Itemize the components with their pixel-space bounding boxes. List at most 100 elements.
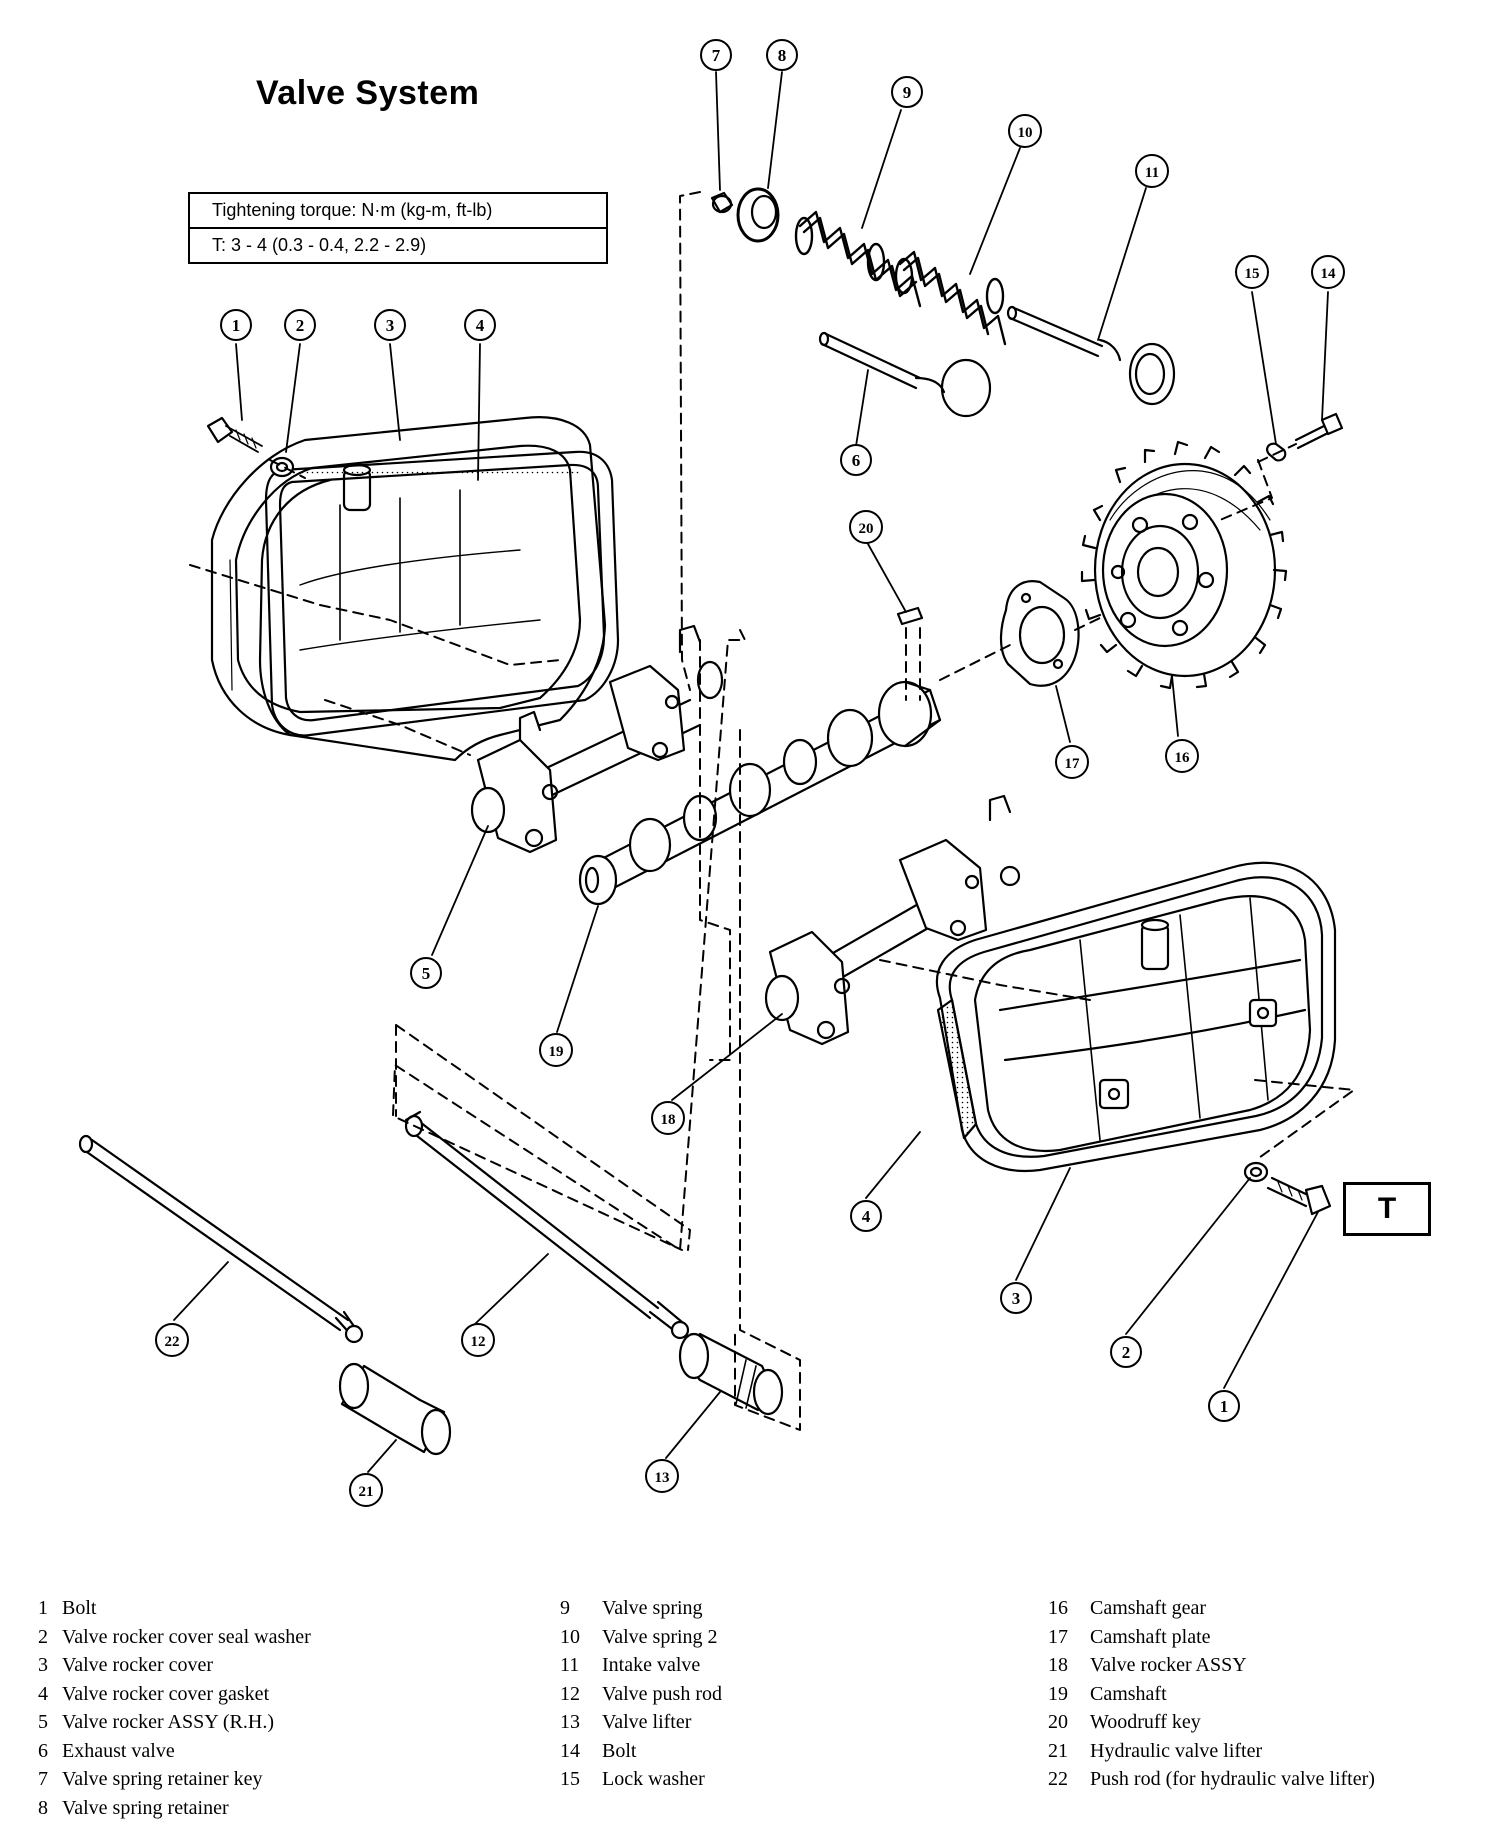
camshaft-plate <box>999 580 1080 687</box>
callout-number: 21 <box>359 1484 374 1500</box>
part-number: 2 <box>38 1625 48 1648</box>
intake-valve <box>1006 305 1176 406</box>
part-number: 5 <box>38 1711 48 1733</box>
part-number: 18 <box>1048 1654 1068 1676</box>
leader-lines <box>173 71 1329 1473</box>
bolt-right <box>1266 1176 1332 1216</box>
part-name: Intake valve <box>602 1654 701 1676</box>
parts-legend-item: 1 Bolt <box>14 1594 311 1623</box>
valve-spring-2 <box>894 250 1007 346</box>
valve-lifter <box>678 1332 784 1416</box>
part-name: Lock washer <box>602 1768 705 1790</box>
callout-14: 14 <box>1311 255 1345 289</box>
bolt-left <box>206 416 263 453</box>
valve-rocker-assy <box>764 794 1021 1046</box>
callout-9: 9 <box>891 76 923 108</box>
part-name: Valve lifter <box>602 1711 692 1733</box>
part-number: 8 <box>38 1796 48 1819</box>
part-name: Valve spring <box>602 1597 703 1619</box>
part-number: 21 <box>1048 1739 1068 1762</box>
parts-legend-item: 13 Valve lifter <box>560 1708 722 1737</box>
parts-legend-item: 5 Valve rocker ASSY (R.H.) <box>14 1708 311 1737</box>
part-number: 6 <box>38 1739 48 1762</box>
callout-number: 18 <box>661 1112 676 1128</box>
callout-number: 19 <box>549 1044 564 1060</box>
part-number: 1 <box>38 1597 48 1619</box>
part-number: 7 <box>38 1768 48 1790</box>
part-number: 11 <box>560 1654 580 1676</box>
callout-6: 6 <box>840 444 872 476</box>
callout-16: 16 <box>1165 739 1199 773</box>
part-number: 4 <box>38 1682 48 1705</box>
assembly-lines <box>189 191 1355 1431</box>
callout-1: 1 <box>220 309 252 341</box>
part-number: 17 <box>1048 1625 1068 1648</box>
part-name: Valve spring retainer key <box>62 1768 263 1790</box>
callout-number: 4 <box>862 1207 871 1226</box>
callout-8: 8 <box>766 39 798 71</box>
part-name: Hydraulic valve lifter <box>1090 1739 1263 1762</box>
callout-3-right: 3 <box>1000 1282 1032 1314</box>
callout-number: 16 <box>1175 750 1191 766</box>
hydraulic-valve-lifter <box>338 1362 452 1456</box>
part-name: Bolt <box>602 1739 637 1762</box>
part-name: Valve push rod <box>602 1682 722 1705</box>
rocker-cover-left <box>210 416 620 762</box>
callout-7: 7 <box>700 39 732 71</box>
parts-legend-item: 8 Valve spring retainer <box>14 1794 311 1823</box>
valve-push-rod <box>404 1110 690 1340</box>
part-name: Exhaust valve <box>62 1739 175 1762</box>
callout-number: 15 <box>1245 266 1260 282</box>
diagram-title: Valve System <box>256 74 480 112</box>
part-number: 13 <box>560 1711 580 1733</box>
part-name: Valve spring retainer <box>62 1796 229 1819</box>
parts-legend-item: 9 Valve spring <box>560 1594 722 1623</box>
callout-number: 12 <box>471 1334 486 1350</box>
camshaft-gear <box>1080 440 1288 690</box>
callout-4: 4 <box>464 309 496 341</box>
callout-number: 2 <box>1122 1343 1131 1362</box>
part-name: Camshaft plate <box>1090 1625 1211 1648</box>
camshaft <box>578 680 942 906</box>
callout-11: 11 <box>1135 154 1169 188</box>
callout-number: 20 <box>859 521 874 537</box>
callout-number: 5 <box>422 964 431 983</box>
exhaust-valve <box>818 331 992 418</box>
part-name: Valve rocker cover <box>62 1654 214 1676</box>
callout-number: 10 <box>1018 125 1033 141</box>
part-name: Valve rocker ASSY (R.H.) <box>62 1711 275 1733</box>
callout-number: 4 <box>476 316 485 335</box>
callout-2-right: 2 <box>1110 1336 1142 1368</box>
callout-number: 7 <box>712 46 721 65</box>
woodruff-key <box>896 606 924 626</box>
torque-marker: T <box>1343 1182 1431 1236</box>
callout-1-right: 1 <box>1208 1390 1240 1422</box>
part-number: 9 <box>560 1597 570 1619</box>
part-name: Valve rocker cover gasket <box>62 1682 270 1705</box>
bolt-right-small <box>1294 412 1344 450</box>
callout-4-right: 4 <box>850 1200 882 1232</box>
callout-18: 18 <box>651 1101 685 1135</box>
valve-spring <box>794 210 922 308</box>
part-name: Bolt <box>62 1597 97 1619</box>
torque-table: Tightening torque: N·m (kg-m, ft-lb) T: … <box>188 192 608 264</box>
callout-number: 3 <box>386 316 395 335</box>
seal-washer-right <box>1243 1161 1269 1183</box>
callout-number: 14 <box>1321 266 1337 282</box>
callout-12: 12 <box>461 1323 495 1357</box>
callout-number: 2 <box>296 316 305 335</box>
part-number: 22 <box>1048 1768 1068 1790</box>
part-number: 20 <box>1048 1711 1068 1733</box>
torque-table-header: Tightening torque: N·m (kg-m, ft-lb) <box>212 200 493 220</box>
callout-15: 15 <box>1235 255 1269 289</box>
callout-number: 8 <box>778 46 787 65</box>
